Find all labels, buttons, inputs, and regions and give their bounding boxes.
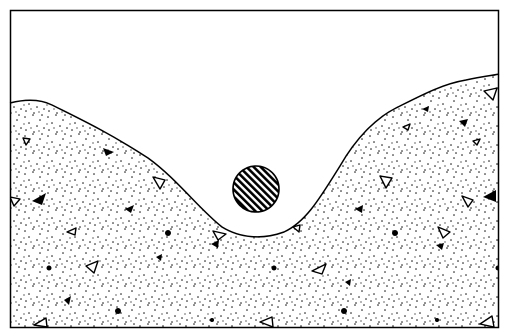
pebble <box>47 266 52 271</box>
hatched-sphere <box>233 166 279 212</box>
pebble <box>165 230 171 236</box>
pebble <box>210 318 214 322</box>
pebble <box>115 308 121 314</box>
pebble <box>392 230 398 236</box>
pebble <box>272 266 277 271</box>
pebble <box>341 308 347 314</box>
pebble <box>435 318 439 322</box>
